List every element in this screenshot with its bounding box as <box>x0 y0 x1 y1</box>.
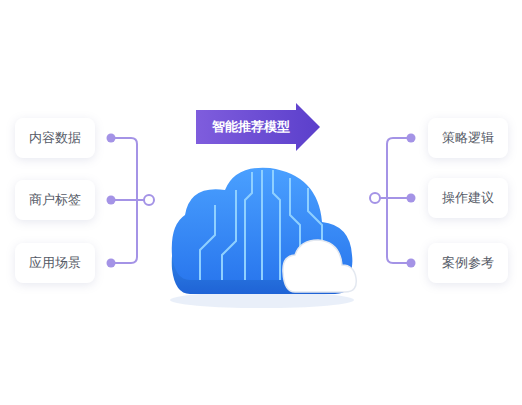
bracket-dot <box>407 134 416 143</box>
small-white-cloud <box>283 240 356 292</box>
cloud-illustration <box>170 168 356 308</box>
left-dots <box>107 134 116 268</box>
circuit-line <box>245 172 252 280</box>
hollow-joint <box>144 195 154 205</box>
left-bracket <box>111 138 154 263</box>
model-title: 智能推荐模型 <box>212 118 290 136</box>
bracket-dot <box>407 259 416 268</box>
circuit-line <box>200 205 215 280</box>
box-label: 策略逻辑 <box>442 129 494 147</box>
circuit-line <box>308 188 322 240</box>
arrow-fill <box>196 103 320 151</box>
right-bracket <box>370 138 411 263</box>
hollow-joint <box>370 193 380 203</box>
bracket-line <box>380 197 411 199</box>
model-arrow-banner: 智能推荐模型 <box>196 103 320 151</box>
box-label: 应用场景 <box>29 254 81 272</box>
box-label: 商户标签 <box>29 191 81 209</box>
box-label: 内容数据 <box>29 129 81 147</box>
box-label: 案例参考 <box>442 254 494 272</box>
circuit-line <box>222 190 236 280</box>
label-box: 策略逻辑 <box>428 118 508 158</box>
cloud-shadow <box>170 292 354 308</box>
label-box: 案例参考 <box>428 243 508 283</box>
circuit-line <box>261 170 263 280</box>
circuit-line <box>273 170 280 280</box>
right-dots <box>407 134 416 268</box>
label-box: 应用场景 <box>15 243 95 283</box>
bracket-dot <box>107 259 116 268</box>
bracket-line <box>111 199 144 201</box>
label-box: 商户标签 <box>15 180 95 220</box>
box-label: 操作建议 <box>442 189 494 207</box>
bracket-dot <box>407 194 416 203</box>
bracket-dot <box>107 134 116 143</box>
bracket-dot <box>107 196 116 205</box>
label-box: 内容数据 <box>15 118 95 158</box>
label-box: 操作建议 <box>428 178 508 218</box>
